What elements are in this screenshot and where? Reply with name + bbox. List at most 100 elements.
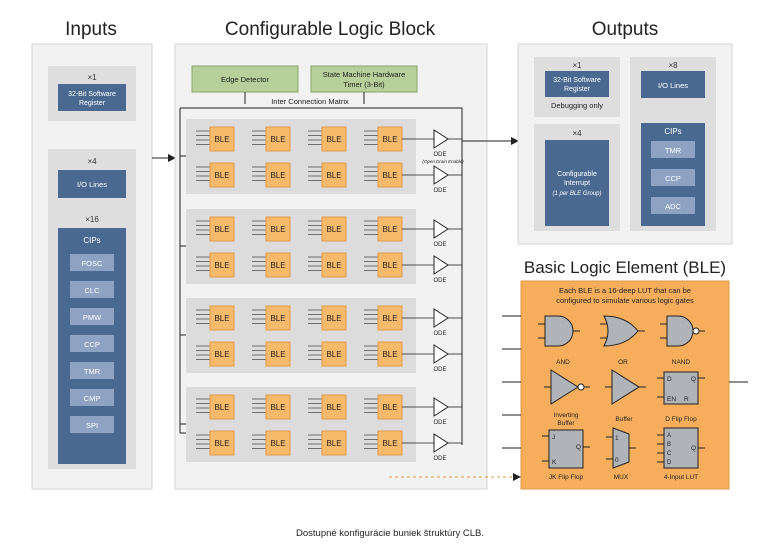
ble-panel-desc-1: Each BLE is a 16-deep LUT that can be: [559, 286, 691, 295]
ble-label: BLE: [382, 314, 397, 323]
input-cip-label: SPI: [86, 421, 98, 430]
gate-label-mux: MUX: [614, 474, 629, 481]
ble-box: [377, 252, 403, 278]
clb-title: Configurable Logic Block: [225, 19, 436, 40]
ble-box: [321, 126, 347, 152]
outputs-register-label-2: Register: [564, 86, 591, 93]
svg-text:Q: Q: [576, 444, 581, 451]
ble-label: BLE: [326, 350, 341, 359]
ble-label: BLE: [214, 135, 229, 144]
output-cip-box: [651, 141, 695, 158]
ble-box: [209, 216, 235, 242]
ble-box: [377, 305, 403, 331]
svg-text:B: B: [667, 442, 671, 448]
inputs-register-count: ×1: [87, 73, 97, 82]
ble-box: [265, 394, 291, 420]
svg-text:J: J: [552, 434, 555, 441]
ble-label: BLE: [382, 439, 397, 448]
outputs-interrupt-label-3: (1 per BLE Group): [552, 191, 601, 197]
ble-label: BLE: [214, 171, 229, 180]
ode-buffer-icon: [433, 308, 449, 328]
ode-label: ODE: [433, 278, 446, 284]
ble-label: BLE: [214, 314, 229, 323]
inputs-io-box: [58, 170, 126, 198]
smt-label-2: Timer (3-Bit): [343, 80, 385, 89]
buffer-icon: [605, 369, 646, 405]
ble-label: BLE: [214, 403, 229, 412]
ble-label: BLE: [270, 171, 285, 180]
ble-label: BLE: [326, 225, 341, 234]
inverting-label-2: Buffer: [557, 420, 575, 427]
ode-label: ODE: [433, 367, 446, 373]
ble-panel-desc-2: configured to simulate various logic gat…: [556, 296, 694, 305]
input-cip-box: [70, 308, 114, 325]
outputs-title: Outputs: [592, 19, 659, 40]
ble-box: [209, 126, 235, 152]
input-cip-label: CCP: [84, 340, 100, 349]
inputs-title: Inputs: [65, 19, 117, 40]
ode-buffer-icon: [433, 397, 449, 417]
ode-buffer-icon: [433, 255, 449, 275]
ble-box: [321, 162, 347, 188]
svg-text:D: D: [667, 460, 672, 466]
ble-label: BLE: [326, 403, 341, 412]
output-cip-label: ADC: [665, 202, 681, 211]
ble-box: [321, 252, 347, 278]
ble-box: [321, 216, 347, 242]
inputs-io-label: I/O Lines: [77, 180, 107, 189]
ble-label: BLE: [270, 314, 285, 323]
ble-box: [377, 162, 403, 188]
ble-label: BLE: [270, 439, 285, 448]
svg-text:K: K: [552, 459, 557, 466]
ble-box: [209, 252, 235, 278]
gate-label-jk-flip-flop: JK Flip Flop: [549, 474, 584, 481]
ble-label: BLE: [326, 135, 341, 144]
ble-box: [377, 216, 403, 242]
inverting-buffer-icon: [544, 369, 590, 405]
outputs-interrupt-label-2: Interrupt: [564, 180, 590, 187]
matrix-label: Inter Connection Matrix: [271, 97, 349, 106]
ble-label: BLE: [382, 135, 397, 144]
output-cip-label: CCP: [665, 174, 681, 183]
ble-box: [265, 305, 291, 331]
ble-box: [265, 162, 291, 188]
output-cip-label: TMR: [665, 146, 682, 155]
ble-box: [377, 341, 403, 367]
ble-label: BLE: [214, 261, 229, 270]
svg-text:Q: Q: [691, 445, 696, 452]
input-cip-box: [70, 335, 114, 352]
ble-label: BLE: [270, 225, 285, 234]
ode-buffer-icon: [433, 344, 449, 364]
input-cip-box: [70, 281, 114, 298]
ble-label: BLE: [326, 171, 341, 180]
ble-box: [265, 216, 291, 242]
input-cip-label: PMW: [83, 313, 102, 322]
inverting-label-1: Inverting: [554, 412, 579, 419]
ble-label: BLE: [382, 403, 397, 412]
ble-box: [265, 126, 291, 152]
outputs-interrupt-label-1: Configurable: [557, 171, 597, 178]
ode-label: ODE: [433, 242, 446, 248]
ode-label: ODE: [433, 188, 446, 194]
gate-label-4-input-lut: 4-Input LUT: [664, 474, 698, 481]
ble-box: [209, 430, 235, 456]
ble-box: [321, 341, 347, 367]
ble-label: BLE: [214, 225, 229, 234]
ble-label: BLE: [326, 314, 341, 323]
ode-note: (Open Drain Enable): [422, 159, 464, 164]
gate-label-and: AND: [556, 359, 570, 366]
ble-label: BLE: [270, 261, 285, 270]
smt-label-1: State Machine Hardware: [323, 70, 406, 79]
ode-label: ODE: [433, 152, 446, 158]
ble-panel-title: Basic Logic Element (BLE): [524, 258, 726, 277]
ble-box: [265, 341, 291, 367]
svg-text:EN: EN: [667, 396, 676, 403]
caption: Dostupné konfigurácie buniek štruktúry C…: [296, 528, 484, 539]
outputs-register-label-1: 32-Bit Software: [553, 77, 601, 84]
ble-label: BLE: [382, 261, 397, 270]
ode-buffer-icon: [433, 433, 449, 453]
jk-flip-flop-icon: J Q K: [542, 429, 590, 469]
ble-box: [209, 341, 235, 367]
